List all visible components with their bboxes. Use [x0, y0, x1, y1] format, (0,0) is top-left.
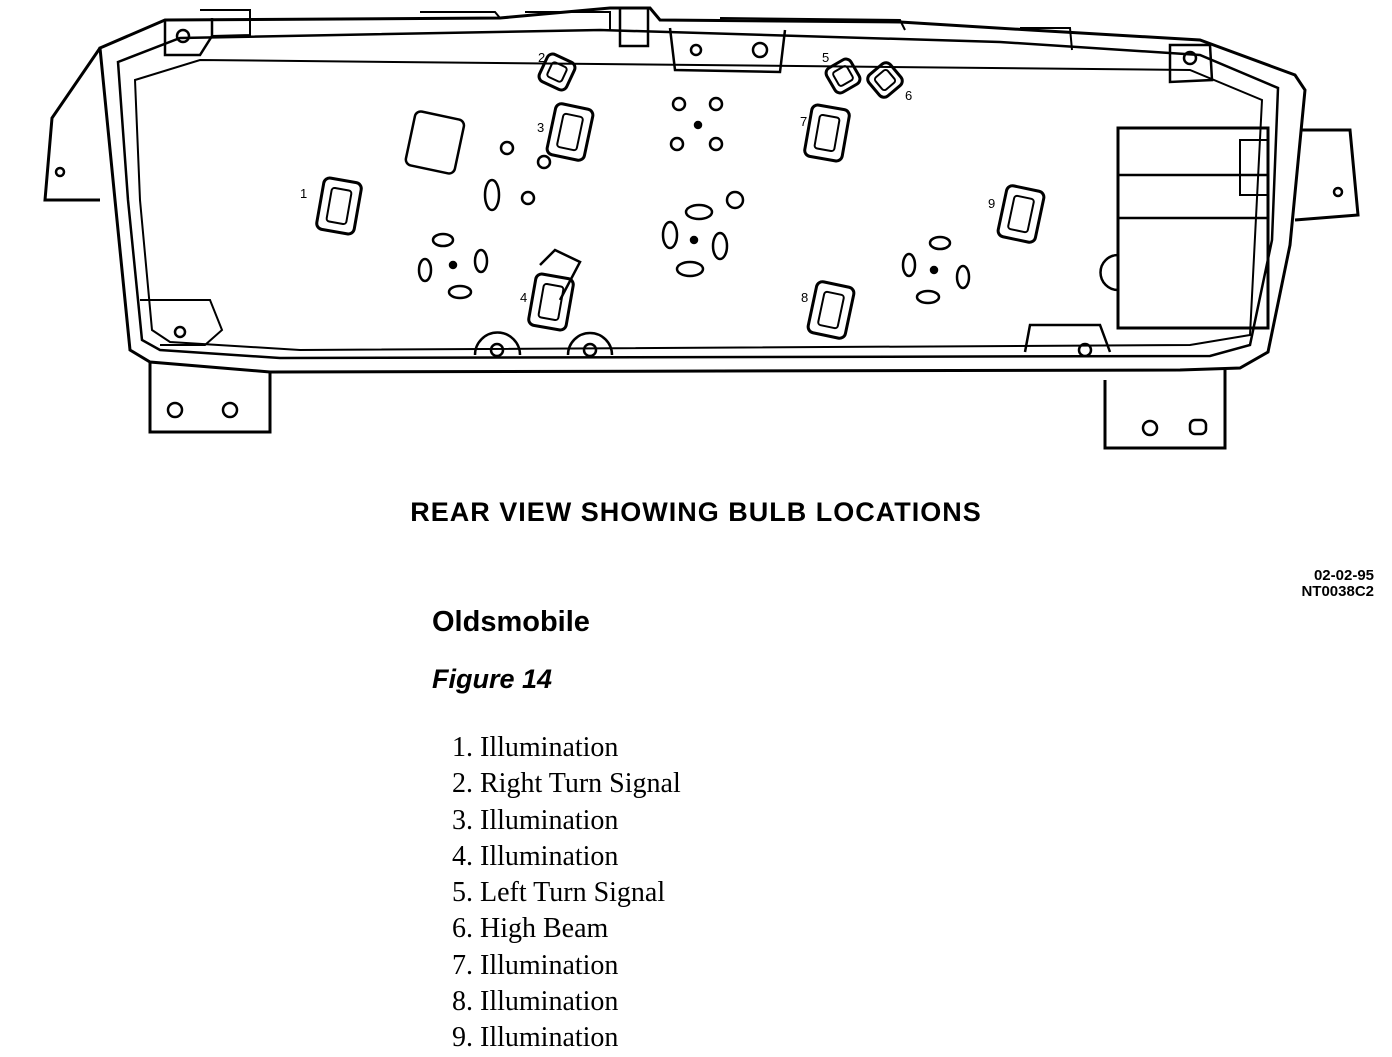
legend-item: 6. High Beam — [452, 913, 609, 945]
bulb-label-2: 2 — [538, 50, 545, 65]
bulb-socket-8 — [806, 280, 856, 340]
bulb-legend: 1. Illumination 2. Right Turn Signal 3. … — [452, 730, 681, 1057]
legend-item: 1. Illumination — [452, 732, 619, 763]
bulb-socket-6 — [866, 61, 904, 99]
doc-date: 02-02-95 — [1313, 567, 1374, 584]
make-heading: Oldsmobile — [432, 606, 590, 638]
bulb-socket-3 — [545, 102, 595, 162]
bulb-label-6: 6 — [905, 88, 912, 103]
gauge-pin-patterns — [404, 96, 971, 305]
bulb-label-9: 9 — [988, 196, 995, 211]
legend-item: 9. Illumination — [452, 1022, 619, 1054]
bulb-socket-7 — [803, 103, 851, 163]
mounting-holes — [54, 28, 1344, 437]
instrument-cluster-diagram: 1 2 3 4 5 6 7 8 9 — [43, 6, 1360, 450]
doc-id: NT0038C2 — [1301, 583, 1374, 600]
bulb-socket-2 — [537, 52, 577, 92]
bulb-label-4: 4 — [520, 290, 527, 305]
legend-item: 2. Right Turn Signal — [452, 768, 681, 800]
cluster-housing — [43, 6, 1360, 450]
bulb-number-labels: 1 2 3 4 5 6 7 8 9 — [300, 50, 995, 305]
bulb-socket-4 — [527, 272, 575, 332]
legend-item: 3. Illumination — [452, 804, 619, 836]
bulb-socket-1 — [315, 176, 363, 236]
bulb-label-1: 1 — [300, 186, 307, 201]
legend-item: 7. Illumination — [452, 949, 619, 981]
figure-title: Figure 14 — [432, 664, 553, 694]
bulb-sockets — [315, 52, 1046, 340]
bulb-label-3: 3 — [537, 120, 544, 135]
diagram-caption: REAR VIEW SHOWING BULB LOCATIONS — [410, 497, 982, 527]
bulb-label-7: 7 — [800, 114, 807, 129]
bulb-label-5: 5 — [822, 50, 829, 65]
bulb-label-8: 8 — [801, 290, 808, 305]
legend-item: 4. Illumination — [452, 840, 619, 872]
bulb-socket-9 — [996, 184, 1046, 244]
legend-item: 8. Illumination — [452, 986, 619, 1018]
bulb-socket-5 — [824, 57, 862, 95]
legend-item: 5. Left Turn Signal — [452, 877, 666, 909]
